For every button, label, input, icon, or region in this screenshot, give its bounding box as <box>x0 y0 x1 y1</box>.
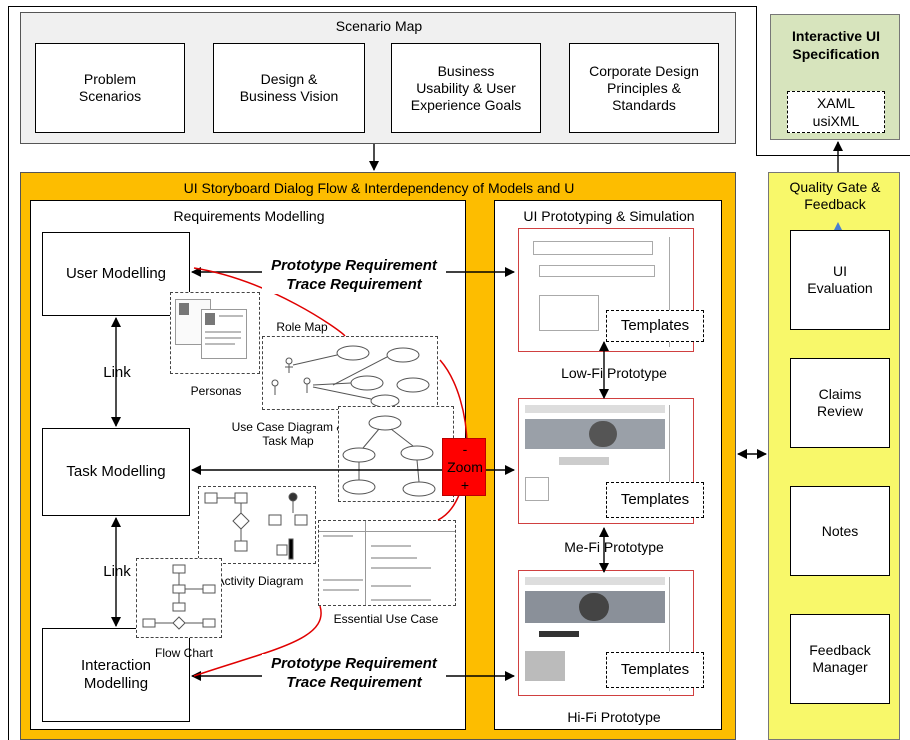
activity-diagram-label: Activity Diagram <box>216 574 304 588</box>
task-modelling-box: Task Modelling <box>42 428 190 516</box>
quality-item-feedback-manager: Feedback Manager <box>790 614 890 704</box>
quality-item-notes: Notes <box>790 486 890 576</box>
quality-item-ui-evaluation: UI Evaluation <box>790 230 890 330</box>
scenario-map-title: Scenario Map <box>335 17 423 34</box>
spec-title: Interactive UI Specification <box>792 28 880 62</box>
flow-chart-label: Flow Chart <box>154 646 213 660</box>
requirements-title: Requirements Modelling <box>173 207 325 224</box>
scenario-item-design-vision: Design & Business Vision <box>213 43 365 133</box>
zoom-out-button[interactable]: - <box>462 441 468 457</box>
use-case-label: Use Case Diagram & Task Map <box>226 420 350 448</box>
role-map-label: Role Map <box>276 320 328 334</box>
zoom-in-button[interactable]: + <box>460 477 470 493</box>
quality-title: Quality Gate & Feedback <box>789 179 881 212</box>
me-fi-label: Me-Fi Prototype <box>564 538 664 555</box>
link-label-top: Link <box>94 364 140 382</box>
scenario-item-usability-goals: Business Usability & User Experience Goa… <box>391 43 541 133</box>
user-modelling-box: User Modelling <box>42 232 190 316</box>
templates-me-fi: Templates <box>606 482 704 518</box>
essential-use-case-thumbnail <box>318 520 456 606</box>
personas-thumbnail <box>170 292 260 374</box>
scenario-item-corporate-design: Corporate Design Principles & Standards <box>569 43 719 133</box>
personas-label: Personas <box>190 384 242 398</box>
scenario-item-problem: Problem Scenarios <box>35 43 185 133</box>
low-fi-label: Low-Fi Prototype <box>561 364 667 381</box>
interaction-modelling-box: Interaction Modelling <box>42 628 190 722</box>
templates-hi-fi: Templates <box>606 652 704 688</box>
spec-formats: XAML usiXML <box>787 91 885 133</box>
use-case-thumbnail <box>338 406 454 502</box>
templates-low-fi: Templates <box>606 310 704 342</box>
trace-label-top: Prototype Requirement Trace Requirement <box>262 256 446 294</box>
prototyping-title: UI Prototyping & Simulation <box>523 207 695 224</box>
role-map-thumbnail <box>262 336 438 410</box>
storyboard-title: UI Storyboard Dialog Flow & Interdepende… <box>183 179 575 196</box>
flow-chart-thumbnail <box>136 558 222 638</box>
activity-diagram-thumbnail <box>198 486 316 564</box>
spec-panel: Interactive UI Specification XAML usiXML <box>770 14 900 140</box>
spec-frame <box>756 6 910 156</box>
zoom-label: Zoom <box>447 459 483 475</box>
quality-item-claims-review: Claims Review <box>790 358 890 448</box>
essential-use-case-label: Essential Use Case <box>333 612 439 626</box>
scenario-map-panel: Scenario Map Problem Scenarios Design & … <box>20 12 736 144</box>
zoom-control[interactable]: - Zoom + <box>442 438 486 496</box>
trace-label-bottom: Prototype Requirement Trace Requirement <box>262 654 446 692</box>
outer-frame <box>8 6 756 740</box>
hi-fi-label: Hi-Fi Prototype <box>567 708 661 725</box>
link-label-bottom: Link <box>94 563 140 581</box>
